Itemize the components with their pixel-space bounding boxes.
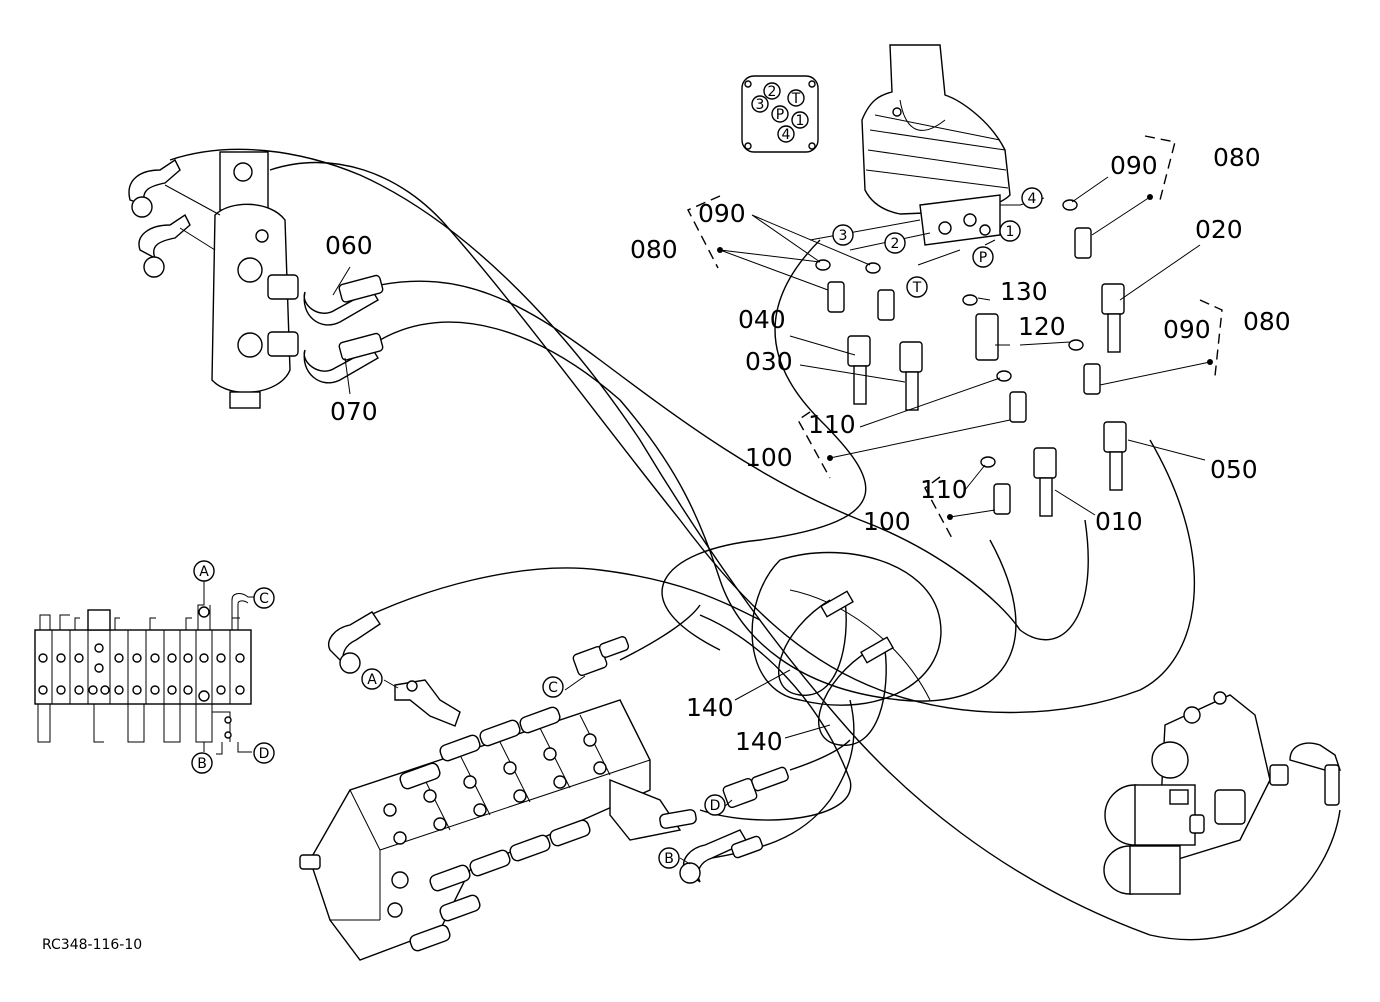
inset-port-t: T [791, 91, 801, 107]
label-010: 010 [1095, 507, 1143, 536]
label-100-lower: 100 [863, 507, 911, 536]
inset-port-3: 3 [756, 97, 765, 113]
port-markers: 4 3 2 1 P T [809, 187, 1045, 298]
label-080-top: 080 [1213, 143, 1261, 172]
label-080-right: 080 [1243, 307, 1291, 336]
assembly-brackets [687, 135, 1223, 541]
connection-b-schematic: B [197, 756, 207, 772]
inset-port-p: P [776, 107, 784, 123]
port-1: 1 [1006, 224, 1015, 240]
part-number-labels: 080 090 090 080 020 130 120 090 080 040 … [325, 143, 1291, 756]
port-layout-inset: 2 T 3 P 1 4 [741, 75, 819, 153]
label-080-left: 080 [630, 235, 678, 264]
inset-port-2: 2 [768, 84, 777, 100]
label-030: 030 [745, 347, 793, 376]
inset-port-4: 4 [782, 127, 791, 143]
label-140-lower: 140 [735, 727, 783, 756]
control-valve-block [299, 679, 697, 961]
connection-c-schematic: C [259, 591, 269, 607]
port-2: 2 [891, 236, 900, 252]
valve-schematic [34, 578, 255, 755]
fittings-group-right [815, 199, 1127, 517]
cable-ties [778, 590, 894, 746]
schematic-ports [38, 643, 245, 702]
leader-lines [332, 176, 1213, 865]
hose-ends-bottom [328, 611, 789, 884]
hose-lines [169, 148, 1341, 941]
label-110-upper: 110 [808, 410, 856, 439]
connection-d-main: D [710, 798, 721, 814]
label-050: 050 [1210, 455, 1258, 484]
label-110-lower: 110 [920, 475, 968, 504]
port-p: P [979, 250, 987, 266]
label-100-upper: 100 [745, 443, 793, 472]
reference-code: RC348-116-10 [42, 937, 142, 953]
label-120: 120 [1018, 312, 1066, 341]
port-t: T [912, 280, 922, 296]
connection-d-schematic: D [259, 746, 270, 762]
pilot-control-valve [861, 44, 1011, 246]
label-020: 020 [1195, 215, 1243, 244]
label-060: 060 [325, 231, 373, 260]
label-040: 040 [738, 305, 786, 334]
port-3: 3 [839, 228, 848, 244]
connection-a-main: A [367, 672, 377, 688]
port-4: 4 [1028, 191, 1037, 207]
shuttle-valve [128, 151, 384, 409]
label-090-left: 090 [698, 199, 746, 228]
connection-b-main: B [664, 851, 674, 867]
label-090-top: 090 [1110, 151, 1158, 180]
label-130: 130 [1000, 277, 1048, 306]
connection-markers: A C D B A C B D [191, 560, 726, 869]
valve-spools [399, 706, 591, 952]
connection-a-schematic: A [199, 564, 209, 580]
inset-port-1: 1 [796, 113, 805, 129]
connection-c-main: C [548, 680, 558, 696]
label-070: 070 [330, 397, 378, 426]
solenoid-valve [1103, 691, 1341, 895]
label-090-right: 090 [1163, 315, 1211, 344]
valve-ports [383, 733, 607, 918]
label-140-upper: 140 [686, 693, 734, 722]
